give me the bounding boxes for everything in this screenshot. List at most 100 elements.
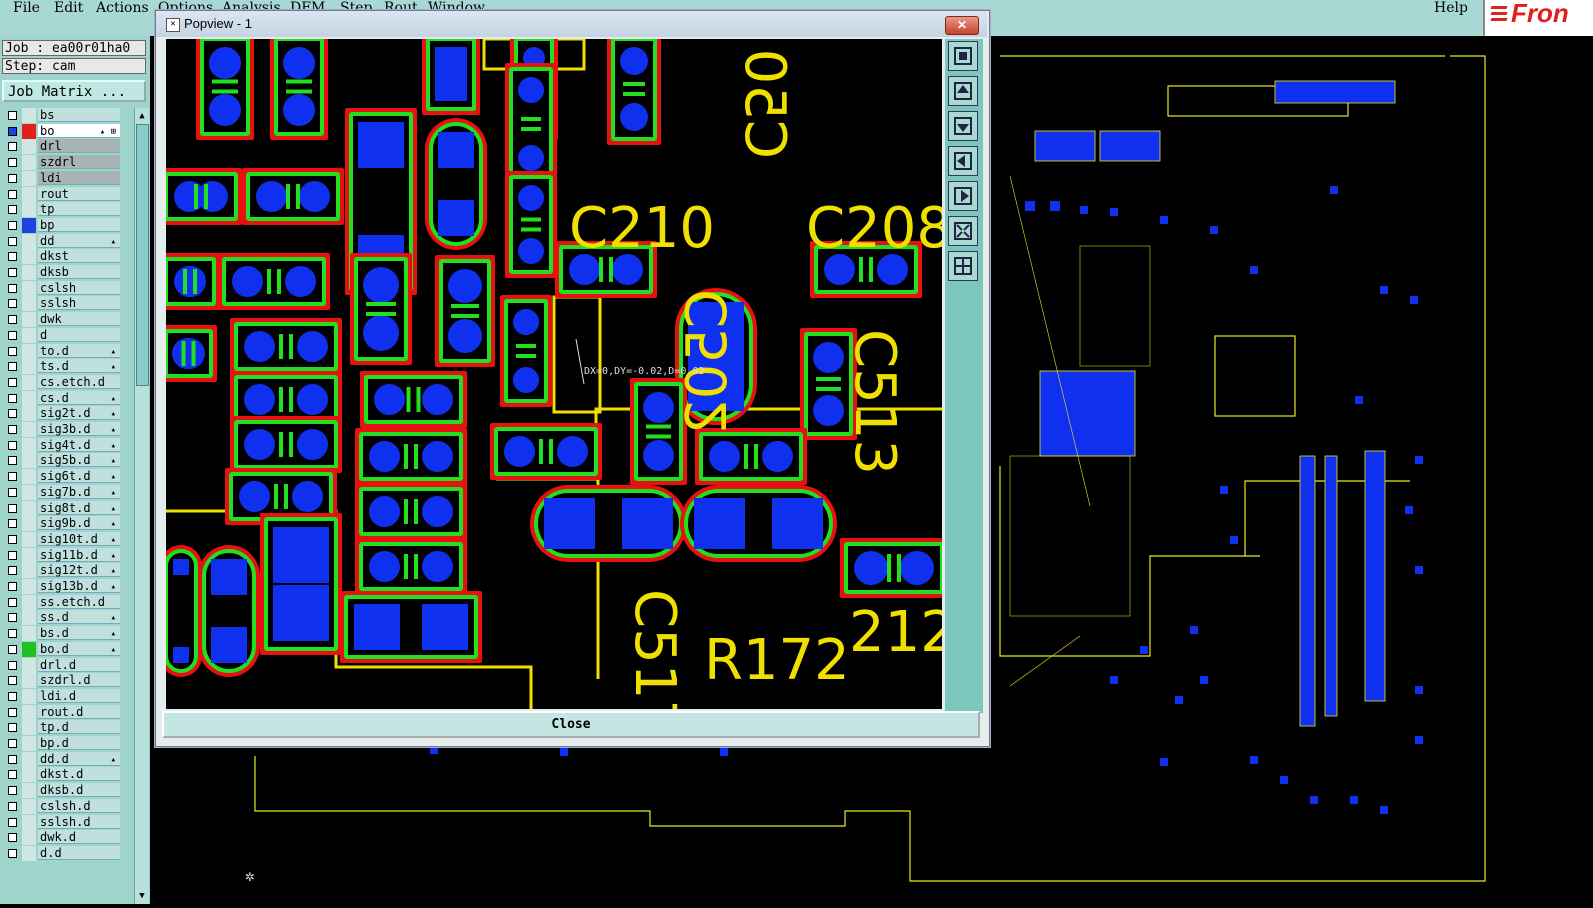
- layer-name[interactable]: bs: [38, 108, 120, 122]
- layer-row[interactable]: dd▴: [2, 233, 122, 249]
- layer-scrollbar[interactable]: ▲ ▼: [134, 108, 149, 904]
- layer-checkbox[interactable]: [8, 111, 17, 120]
- layer-row[interactable]: tp: [2, 202, 122, 218]
- layer-row[interactable]: dkst: [2, 249, 122, 265]
- layer-row[interactable]: ts.d▴: [2, 359, 122, 375]
- layer-color-swatch[interactable]: [22, 280, 36, 296]
- layer-name[interactable]: drl: [38, 139, 120, 154]
- layer-row[interactable]: szdrl.d: [2, 673, 122, 689]
- layer-color-swatch[interactable]: [22, 139, 36, 155]
- layer-row[interactable]: cs.etch.d: [2, 374, 122, 390]
- layer-checkbox[interactable]: [8, 409, 17, 419]
- layer-color-swatch[interactable]: [22, 531, 36, 547]
- layer-row[interactable]: bs: [2, 108, 122, 123]
- layer-row[interactable]: bs.d▴: [2, 626, 122, 642]
- layer-checkbox[interactable]: [8, 126, 17, 136]
- layer-row[interactable]: rout: [2, 186, 122, 202]
- layer-color-swatch[interactable]: [22, 626, 36, 642]
- layer-checkbox[interactable]: [8, 456, 17, 466]
- layer-checkbox[interactable]: [8, 801, 17, 811]
- layer-color-swatch[interactable]: [22, 830, 36, 846]
- layer-checkbox[interactable]: [8, 723, 17, 733]
- window-close-button[interactable]: ✕: [945, 16, 979, 35]
- layer-row[interactable]: bo.d▴: [2, 641, 122, 657]
- layer-checkbox[interactable]: [8, 582, 17, 591]
- layer-name[interactable]: bs.d▴: [38, 626, 120, 641]
- layer-name[interactable]: ss.etch.d: [38, 594, 120, 609]
- layer-checkbox[interactable]: [8, 519, 17, 529]
- layer-color-swatch[interactable]: [22, 657, 36, 673]
- layer-color-swatch[interactable]: [22, 798, 36, 814]
- layer-color-swatch[interactable]: [22, 563, 36, 579]
- layer-row[interactable]: sig10t.d▴: [2, 531, 122, 547]
- zoom-fit-button[interactable]: [948, 251, 978, 281]
- layer-checkbox[interactable]: [8, 189, 17, 199]
- layer-name[interactable]: tp: [38, 202, 120, 217]
- layer-name[interactable]: dksb: [38, 265, 120, 279]
- layer-row[interactable]: d: [2, 327, 122, 343]
- scroll-down-icon[interactable]: ▼: [139, 891, 145, 901]
- popview-viewport[interactable]: C50 C502 C210 C208 C513 C517 R172 212 DX…: [166, 39, 942, 709]
- layer-color-swatch[interactable]: [22, 720, 36, 736]
- layer-color-swatch[interactable]: [22, 767, 36, 783]
- layer-checkbox[interactable]: [8, 173, 17, 183]
- scroll-thumb[interactable]: [136, 124, 149, 386]
- layer-name[interactable]: dwk.d: [38, 830, 120, 845]
- layer-name[interactable]: rout.d: [38, 704, 120, 719]
- layer-color-swatch[interactable]: [22, 610, 36, 626]
- layer-checkbox[interactable]: [8, 393, 17, 403]
- layer-name[interactable]: bo.d▴: [38, 641, 120, 656]
- layer-checkbox[interactable]: [8, 676, 17, 686]
- layer-checkbox[interactable]: [8, 566, 17, 576]
- layer-color-swatch[interactable]: [22, 516, 36, 532]
- layer-checkbox[interactable]: [8, 330, 17, 340]
- layer-name[interactable]: dd▴: [38, 233, 120, 248]
- layer-row[interactable]: ss.etch.d: [2, 594, 122, 610]
- layer-color-swatch[interactable]: [22, 500, 36, 516]
- layer-color-swatch[interactable]: [22, 437, 36, 453]
- layer-name[interactable]: sig9b.d▴: [38, 516, 120, 531]
- layer-name[interactable]: sig3b.d▴: [38, 422, 120, 436]
- layer-row[interactable]: sig12t.d▴: [2, 563, 122, 579]
- layer-checkbox[interactable]: [8, 534, 17, 544]
- layer-color-swatch[interactable]: [22, 390, 36, 406]
- layer-checkbox[interactable]: [8, 597, 17, 607]
- layer-name[interactable]: sig12t.d▴: [38, 563, 120, 578]
- layer-checkbox[interactable]: [8, 236, 17, 246]
- menu-help[interactable]: Help: [1434, 0, 1468, 16]
- layer-row[interactable]: sig9b.d▴: [2, 516, 122, 532]
- layer-checkbox[interactable]: [8, 550, 17, 560]
- layer-name[interactable]: rout: [38, 186, 120, 201]
- menu-edit[interactable]: Edit: [54, 0, 84, 16]
- layer-name[interactable]: drl.d: [38, 657, 120, 672]
- layer-name[interactable]: ldi: [38, 170, 120, 185]
- layer-row[interactable]: cs.d▴: [2, 390, 122, 406]
- layer-row[interactable]: to.d▴: [2, 343, 122, 359]
- layer-name[interactable]: dksb.d: [38, 783, 120, 798]
- layer-color-swatch[interactable]: [22, 170, 36, 186]
- layer-name[interactable]: szdrl.d: [38, 673, 120, 688]
- layer-name[interactable]: dkst: [38, 249, 120, 264]
- layer-row[interactable]: sslsh: [2, 296, 122, 312]
- layer-color-swatch[interactable]: [22, 123, 36, 139]
- menu-actions[interactable]: Actions: [96, 0, 149, 16]
- zoom-out-button[interactable]: [948, 216, 978, 246]
- layer-checkbox[interactable]: [8, 252, 17, 262]
- layer-checkbox[interactable]: [8, 644, 17, 654]
- layer-name[interactable]: to.d▴: [38, 343, 120, 358]
- layer-checkbox[interactable]: [8, 770, 17, 780]
- layer-row[interactable]: sig13b.d▴: [2, 579, 122, 594]
- layer-row[interactable]: rout.d: [2, 704, 122, 720]
- layer-color-swatch[interactable]: [22, 453, 36, 469]
- layer-row[interactable]: drl.d: [2, 657, 122, 673]
- layer-color-swatch[interactable]: [22, 469, 36, 485]
- layer-color-swatch[interactable]: [22, 814, 36, 830]
- layer-row[interactable]: dd.d▴: [2, 751, 122, 767]
- layer-row[interactable]: dwk: [2, 312, 122, 328]
- layer-color-swatch[interactable]: [22, 783, 36, 799]
- layer-checkbox[interactable]: [8, 487, 17, 497]
- layer-row[interactable]: bp.d: [2, 736, 122, 751]
- layer-name[interactable]: sig4t.d▴: [38, 437, 120, 452]
- close-button[interactable]: Close: [162, 711, 980, 738]
- layer-name[interactable]: bp: [38, 217, 120, 232]
